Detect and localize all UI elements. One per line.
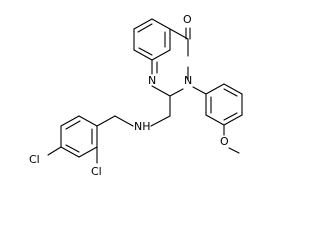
bond: [60, 115, 80, 127]
bond: [169, 28, 189, 40]
bond: [60, 146, 80, 158]
bond: [78, 115, 98, 127]
bond: [228, 147, 240, 154]
bond: [151, 18, 171, 30]
bond: [192, 86, 207, 95]
bond: [151, 49, 171, 61]
ortho-chlorine-label: Cl: [91, 165, 102, 178]
ring-nitrogen-3-label: N: [184, 74, 192, 87]
bond: [223, 83, 243, 95]
bond: [137, 23, 153, 33]
para-chlorine-label: Cl: [29, 153, 40, 166]
bond: [138, 47, 153, 56]
bond: [223, 114, 243, 126]
bond: [150, 115, 171, 127]
amine-nitrogen-label: NH: [134, 120, 151, 133]
bond: [96, 115, 116, 127]
bond: [133, 18, 153, 30]
bond: [65, 120, 81, 130]
bond: [78, 146, 98, 158]
bond: [205, 83, 225, 95]
bond: [223, 112, 238, 121]
bond: [169, 88, 184, 97]
ring-nitrogen-1-label: N: [148, 74, 156, 87]
atom-label-layer: O N N O NH Cl Cl: [29, 13, 229, 178]
methoxy-oxygen-label: O: [220, 135, 229, 148]
bond: [47, 146, 62, 156]
carbonyl-oxygen-label: O: [183, 13, 192, 26]
bond: [114, 115, 134, 127]
bond: [205, 114, 225, 126]
bond: [151, 85, 171, 97]
bond: [65, 144, 80, 153]
molecule-structure: O N N O NH Cl Cl: [29, 13, 243, 178]
bond: [223, 88, 238, 97]
bond-layer: [47, 18, 243, 164]
bond: [133, 49, 153, 61]
